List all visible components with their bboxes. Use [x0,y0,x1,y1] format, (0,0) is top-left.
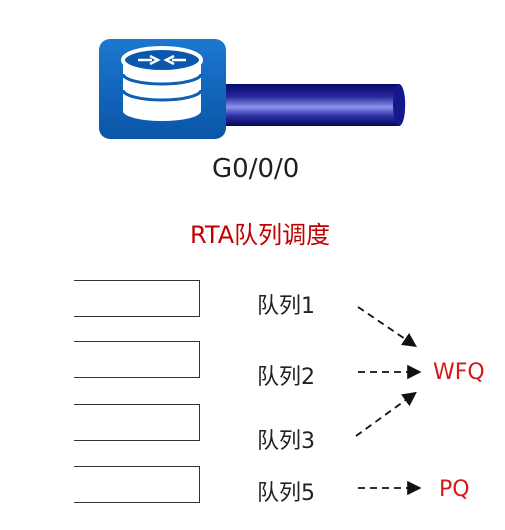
queue-label-3: 队列3 [257,429,315,454]
queue-label-5: 队列5 [257,481,315,506]
link-cable-end [393,84,405,126]
arrow-q1-to-wfq [357,306,417,348]
queue-label-1: 队列1 [257,294,315,319]
queue-box-5 [74,466,200,503]
link-cable [220,84,406,126]
queue-arrows [355,306,422,496]
router-stack-icon [121,46,203,121]
arrow-q3-to-wfq [355,391,417,437]
queue-box-3 [74,404,200,441]
queue-label-2: 队列2 [257,365,315,390]
interface-label: G0/0/0 [212,154,300,184]
scheduler-wfq-label: WFQ [433,360,485,385]
queue-box-1 [74,280,200,317]
queue-box-2 [74,341,200,378]
diagram-title: RTA队列调度 [190,221,331,249]
scheduler-pq-label: PQ [439,477,470,502]
